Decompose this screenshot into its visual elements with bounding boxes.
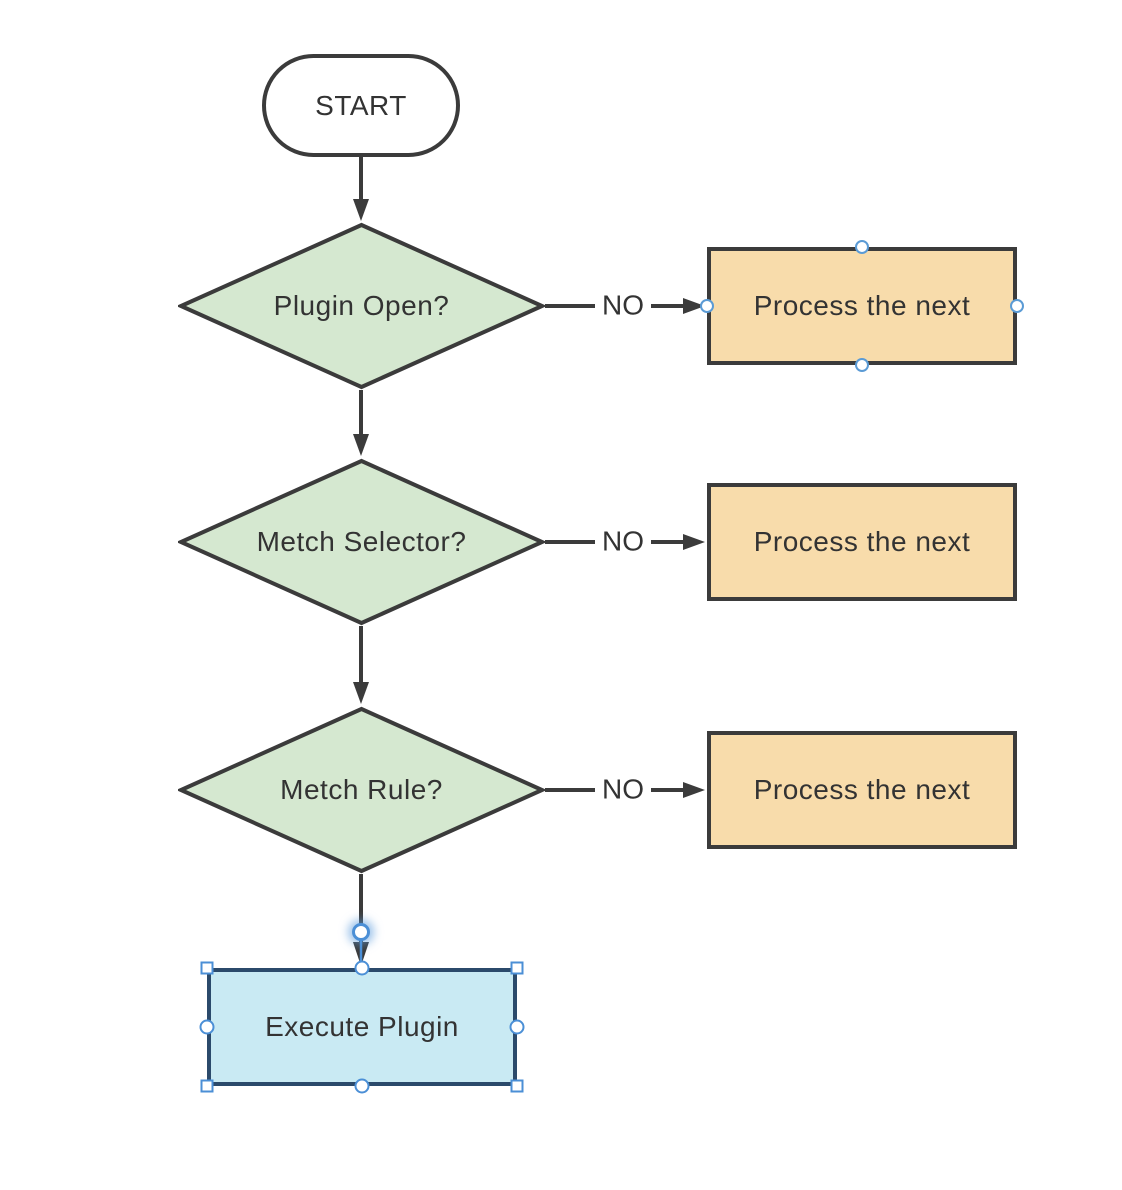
resize-handle-e[interactable] xyxy=(509,1019,525,1035)
resize-handle-nw[interactable] xyxy=(200,961,214,975)
connection-point-right[interactable] xyxy=(1010,299,1024,313)
node-process-next-1[interactable]: Process the next xyxy=(707,247,1017,365)
resize-handle-n[interactable] xyxy=(354,960,370,976)
resize-handle-se[interactable] xyxy=(510,1079,524,1093)
connection-point-left[interactable] xyxy=(700,299,714,313)
node-start-label: START xyxy=(315,89,407,121)
arrowhead-icon xyxy=(683,782,705,798)
node-decision-plugin-open[interactable]: Plugin Open? xyxy=(178,222,545,390)
arrowhead-icon xyxy=(683,298,705,314)
resize-handle-ne[interactable] xyxy=(510,961,524,975)
edge-label-no-2[interactable]: NO xyxy=(595,525,651,559)
node-decision-metch-rule-label: Metch Rule? xyxy=(280,774,443,805)
edge-label-no-1[interactable]: NO xyxy=(595,289,651,323)
node-start[interactable]: START xyxy=(262,54,460,157)
node-decision-metch-selector-label: Metch Selector? xyxy=(256,526,467,557)
connector-decision2-decision3[interactable] xyxy=(353,626,369,704)
diamond-shape xyxy=(178,222,545,390)
connection-point-top[interactable] xyxy=(855,240,869,254)
node-execute-plugin[interactable]: Execute Plugin xyxy=(207,968,517,1086)
node-decision-metch-rule[interactable]: Metch Rule? xyxy=(178,706,545,874)
node-execute-plugin-label: Execute Plugin xyxy=(265,1011,459,1042)
arrowhead-icon xyxy=(683,534,705,550)
node-decision-metch-selector[interactable]: Metch Selector? xyxy=(178,458,545,626)
node-process-next-1-label: Process the next xyxy=(753,290,971,321)
node-process-next-2-label: Process the next xyxy=(753,526,971,557)
arrowhead-icon xyxy=(353,434,369,456)
arrowhead-icon xyxy=(353,199,369,221)
connector-start-decision1[interactable] xyxy=(353,157,369,221)
node-decision-plugin-open-label: Plugin Open? xyxy=(273,290,450,321)
node-process-next-3-label: Process the next xyxy=(753,774,971,805)
edge-label-no-3[interactable]: NO xyxy=(595,773,651,807)
node-process-next-3[interactable]: Process the next xyxy=(707,731,1017,849)
resize-handle-s[interactable] xyxy=(354,1078,370,1094)
connector-decision3-execute[interactable] xyxy=(353,874,369,966)
diamond-shape xyxy=(178,706,545,874)
connection-point-bottom[interactable] xyxy=(855,358,869,372)
node-process-next-2[interactable]: Process the next xyxy=(707,483,1017,601)
arrowhead-icon xyxy=(353,682,369,704)
resize-handle-sw[interactable] xyxy=(200,1079,214,1093)
diamond-shape xyxy=(178,458,545,626)
connector-decision1-decision2[interactable] xyxy=(353,390,369,456)
connector-endpoint-handle[interactable] xyxy=(352,923,370,941)
resize-handle-w[interactable] xyxy=(199,1019,215,1035)
